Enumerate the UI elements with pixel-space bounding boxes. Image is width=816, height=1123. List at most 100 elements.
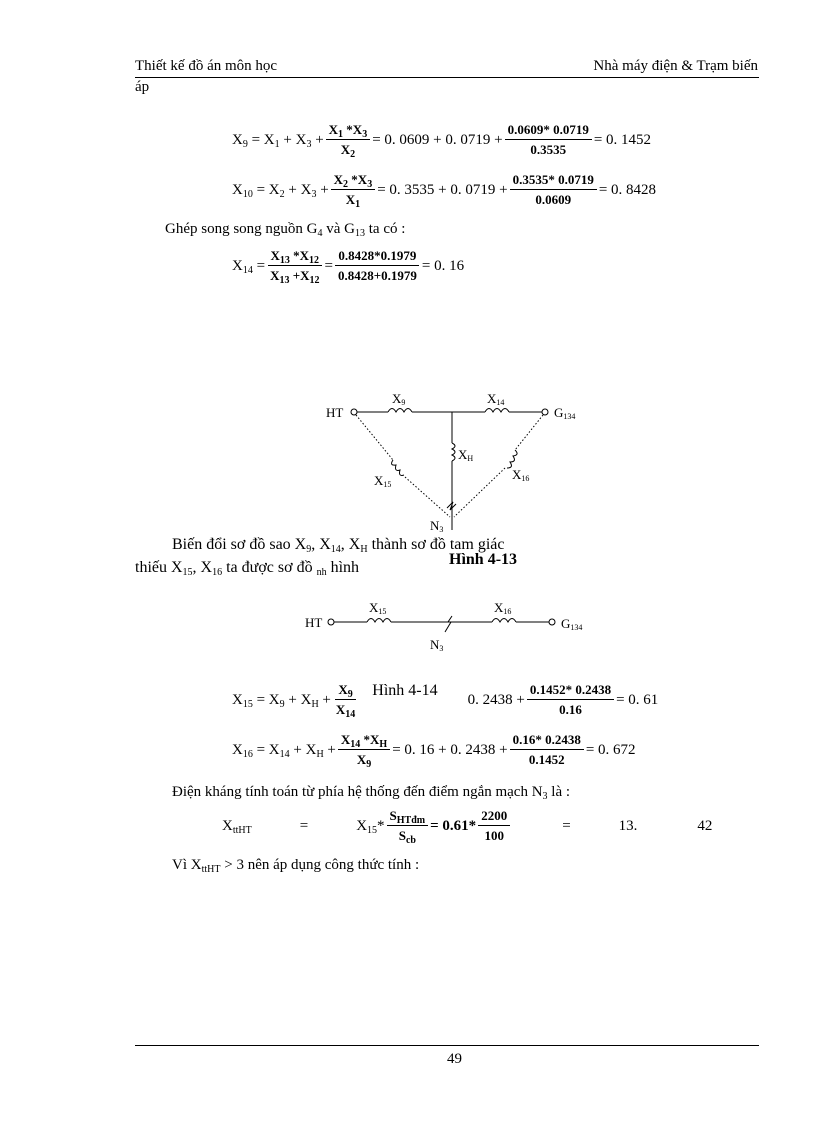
- inductor-x15-icon: [391, 459, 405, 476]
- denominator: 0.3535: [530, 142, 567, 157]
- header-left: Thiết kế đồ án môn học: [135, 58, 278, 74]
- denominator: X1: [345, 192, 361, 210]
- fraction: 0.1452* 0.2438 0.16: [526, 682, 615, 718]
- numerator: X2 *X3: [330, 172, 376, 190]
- eq-value-frac: 42: [697, 817, 713, 834]
- inductor-x9-icon: [387, 408, 413, 414]
- numerator: 0.8428*0.1979: [335, 248, 420, 266]
- inductor-x14-icon: [484, 408, 510, 414]
- eq-rhs: = 0. 1452: [593, 131, 652, 148]
- denominator: 0.1452: [528, 752, 565, 767]
- numerator: 0.16* 0.2438: [509, 732, 584, 750]
- fraction: 0.3535* 0.0719 0.0609: [509, 172, 597, 208]
- label-n3: N3: [430, 518, 443, 534]
- numerator: SHTđm: [386, 808, 429, 826]
- caption-figure-4-13: Hình 4-13: [449, 551, 518, 568]
- header-right: Nhà máy điện & Trạm biến: [593, 58, 758, 74]
- terminal-ht-2: [327, 618, 335, 626]
- fraction: X14 *XH X9: [337, 732, 391, 770]
- text-transform-2: thiếu X15, X16 ta được sơ đồ nh hình: [135, 559, 360, 578]
- inductor-xh-icon: [450, 442, 456, 462]
- inductor-x16-icon: [506, 449, 518, 469]
- fault-arrow-icon: [446, 501, 457, 511]
- text-reactance: Điện kháng tính toán từ phía hệ thống đế…: [172, 784, 571, 802]
- label-x16-2: X16: [494, 600, 511, 616]
- eq-rhs: = 0. 672: [585, 741, 636, 758]
- eq-mid: = 0. 0609 + 0. 0719 +: [372, 131, 503, 148]
- terminal-g134: [541, 408, 549, 416]
- fraction: 0.8428*0.1979 0.8428+0.1979: [335, 248, 420, 284]
- label-x14: X14: [487, 391, 504, 407]
- page-number: 49: [447, 1051, 462, 1067]
- numerator: 2200: [478, 808, 511, 826]
- fraction: 0.0609* 0.0719 0.3535: [504, 122, 592, 158]
- numerator: X1 *X3: [325, 122, 371, 140]
- denominator: X9: [356, 752, 372, 770]
- header-rule: [135, 77, 759, 78]
- eq-sign: =: [299, 817, 309, 834]
- equation-x16: X16 = X14 + XH + X14 *XH X9 = 0. 16 + 0. …: [232, 732, 636, 770]
- fault-arrow-icon: [444, 615, 453, 633]
- label-g134: G134: [554, 405, 575, 421]
- label-g134-2: G134: [561, 616, 582, 632]
- numerator: 0.0609* 0.0719: [504, 122, 592, 140]
- eq-value-int: 13.: [618, 817, 638, 834]
- text-since: Vì XttHT > 3 nên áp dụng công thức tính …: [172, 857, 420, 875]
- eq-x15: X15*: [356, 817, 385, 836]
- denominator: X14: [335, 702, 356, 720]
- denominator: X2: [340, 142, 356, 160]
- eq-lhs: XttHT: [222, 817, 252, 836]
- eq-mid: = 0. 16 + 0. 2438 +: [392, 741, 508, 758]
- eq-lhs: X9 = X1 + X3 +: [232, 131, 324, 150]
- label-xh: XH: [458, 447, 473, 463]
- label-x15: X15: [374, 473, 391, 489]
- eq-lhs: X15 = X9 + XH +: [232, 691, 331, 710]
- eq-sign: =: [562, 817, 571, 834]
- numerator: X14 *XH: [337, 732, 391, 750]
- denominator: X13 +X12: [270, 268, 320, 286]
- denominator: 0.8428+0.1979: [337, 268, 417, 283]
- denominator: Scb: [398, 828, 416, 846]
- eq-rhs: = 0. 16: [421, 257, 465, 274]
- eq-rhs: = 0. 61: [616, 691, 659, 708]
- text-parallel: Ghép song song nguồn G4 và G13 ta có :: [165, 221, 406, 239]
- label-x15-2: X15: [369, 600, 386, 616]
- numerator: 0.3535* 0.0719: [509, 172, 597, 190]
- terminal-ht: [350, 408, 358, 416]
- eq-rhs: = 0. 8428: [598, 181, 657, 198]
- header-wrap: áp: [135, 79, 150, 95]
- text-transform-1: Biến đổi sơ đồ sao X9, X14, XH thành sơ …: [172, 536, 505, 555]
- fraction: 0.16* 0.2438 0.1452: [509, 732, 584, 768]
- denominator: 0.16: [559, 702, 582, 717]
- eq-lhs: X16 = X14 + XH +: [232, 741, 336, 760]
- label-n3-2: N3: [430, 637, 443, 653]
- footer-rule: [135, 1045, 759, 1046]
- eq-lhs: X14 =: [232, 257, 266, 276]
- label-ht: HT: [326, 405, 343, 420]
- label-ht-2: HT: [305, 615, 322, 630]
- numerator: X13 *X12: [267, 248, 323, 266]
- denominator: 100: [484, 828, 504, 843]
- eq-mid: 0. 2438 +: [467, 691, 525, 708]
- label-x16: X16: [512, 467, 529, 483]
- numerator: X9: [335, 682, 356, 700]
- denominator: 0.0609: [535, 192, 572, 207]
- numerator: 0.1452* 0.2438: [526, 682, 615, 700]
- caption-figure-4-14: Hình 4-14: [372, 682, 438, 699]
- label-x9: X9: [392, 391, 405, 407]
- eq-mid: =: [324, 257, 333, 274]
- eq-mid: = 0. 3535 + 0. 0719 +: [377, 181, 508, 198]
- fraction: 2200 100: [478, 808, 511, 844]
- inductor-x15-icon: [366, 618, 392, 624]
